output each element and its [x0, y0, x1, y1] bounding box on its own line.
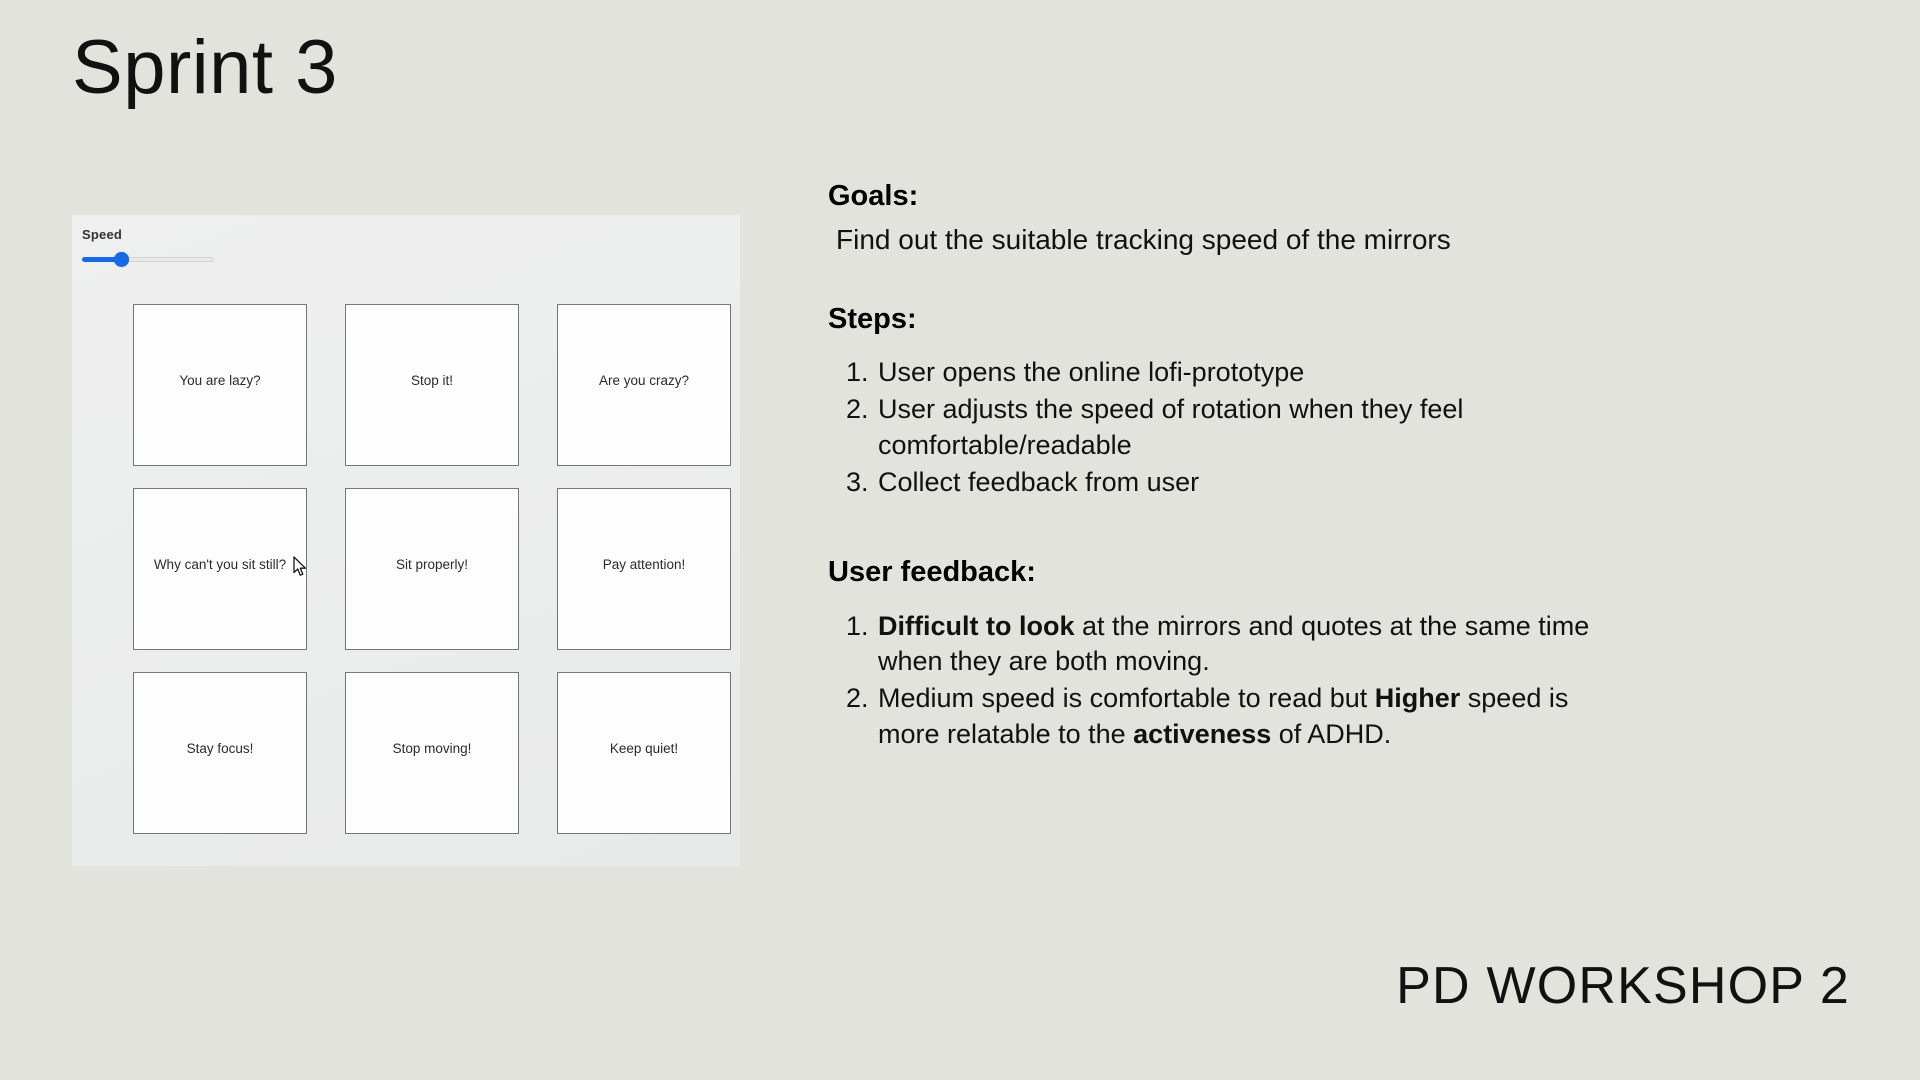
quote-card[interactable]: Stop moving!	[345, 672, 519, 834]
page-title: Sprint 3	[72, 25, 338, 110]
quote-card-text: Pay attention!	[602, 556, 686, 572]
footer-brand-label: PD WORKSHOP 2	[1396, 957, 1850, 1015]
quote-card[interactable]: Pay attention!	[557, 488, 731, 650]
list-item: Medium speed is comfortable to read but …	[876, 681, 1618, 752]
list-item: Difficult to look at the mirrors and quo…	[876, 609, 1618, 680]
goals-heading: Goals:	[828, 180, 919, 212]
steps-heading: Steps:	[828, 302, 917, 335]
speed-slider-label: Speed	[82, 227, 123, 242]
list-item: User adjusts the speed of rotation when …	[876, 392, 1618, 463]
quote-card-text: Are you crazy?	[598, 372, 690, 388]
spacer	[828, 502, 1618, 554]
prototype-screenshot-panel: Speed You are lazy? Stop it! Are you cra…	[72, 215, 740, 866]
goals-text: Find out the suitable tracking speed of …	[836, 224, 1451, 256]
quote-card-text: Stop moving!	[392, 740, 472, 756]
quote-card[interactable]: Sit properly!	[345, 488, 519, 650]
slider-filled-range	[82, 257, 122, 262]
user-feedback-list: Difficult to look at the mirrors and quo…	[828, 609, 1618, 752]
quote-card-text: Sit properly!	[395, 556, 469, 572]
slider-thumb-handle[interactable]	[114, 252, 130, 267]
quote-card[interactable]: Stop it!	[345, 304, 519, 466]
quote-card[interactable]: Stay focus!	[133, 672, 307, 834]
quote-card-text: Stay focus!	[186, 740, 254, 756]
quote-card-text: Stop it!	[410, 372, 454, 388]
user-feedback-heading: User feedback:	[828, 556, 1036, 589]
quote-card[interactable]: Why can't you sit still?	[133, 488, 307, 650]
quote-card-text: Why can't you sit still?	[153, 556, 287, 572]
quote-card[interactable]: Keep quiet!	[557, 672, 731, 834]
list-item: Collect feedback from user	[876, 465, 1618, 500]
quote-card-text: You are lazy?	[179, 372, 261, 388]
quote-card[interactable]: Are you crazy?	[557, 304, 731, 466]
speed-slider[interactable]	[82, 250, 214, 270]
quote-card-text: Keep quiet!	[609, 740, 679, 756]
speed-slider-group: Speed	[78, 227, 338, 270]
list-item: User opens the online lofi-prototype	[876, 355, 1618, 390]
spacer	[828, 259, 1618, 301]
slide-body-content: Goals: Find out the suitable tracking sp…	[828, 178, 1618, 754]
steps-list: User opens the online lofi-prototype Use…	[828, 355, 1618, 500]
quote-card-grid: You are lazy? Stop it! Are you crazy? Wh…	[133, 304, 731, 834]
quote-card[interactable]: You are lazy?	[133, 304, 307, 466]
